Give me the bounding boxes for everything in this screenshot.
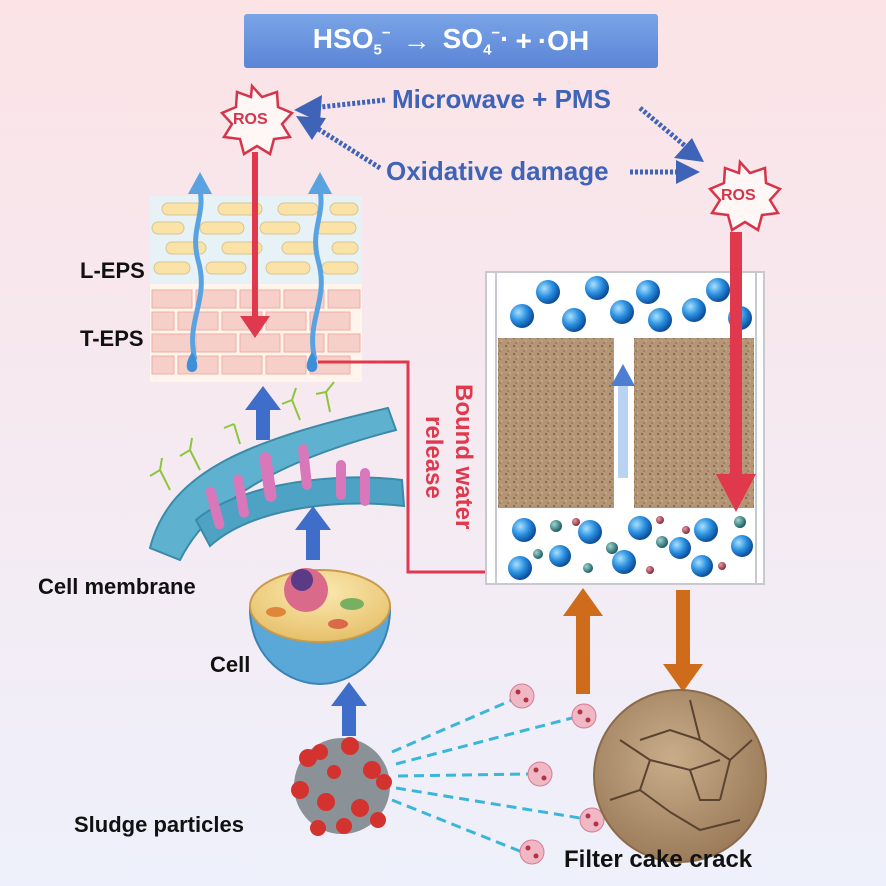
oxidative-arrow-right [630, 160, 700, 184]
cell-membrane-art [148, 381, 406, 562]
orange-arrows [563, 588, 703, 694]
t-eps-label: T-EPS [80, 326, 144, 351]
filter-cake-crack-label: Filter cake crack [564, 846, 753, 873]
ros-red-arrow-right [716, 232, 756, 512]
bound-water-release-label: Bound water release [420, 384, 477, 530]
ros-red-arrow-left [240, 152, 270, 338]
product-sulfate-radical: SO4−· [442, 23, 510, 59]
ros-burst-left [219, 83, 295, 156]
sludge-particles-label: Sludge particles [74, 812, 244, 837]
filter-cake-art [593, 689, 767, 863]
blue-up-arrows [245, 386, 367, 736]
cell-label: Cell [210, 652, 251, 677]
reactant: HSO5− [312, 23, 391, 59]
ros-label-left: ROS [233, 111, 268, 128]
dispersion-lines [391, 698, 581, 854]
cell-membrane-label: Cell membrane [38, 574, 196, 599]
reaction-equation-banner: HSO5− → SO4−· + ·OH [244, 14, 658, 68]
reaction-arrow: → [402, 25, 431, 56]
microparticles [509, 683, 605, 865]
water-balls-bottom [508, 516, 753, 580]
microwave-arrow-right [638, 106, 704, 162]
oxidative-damage-label: Oxidative damage [386, 156, 609, 186]
microwave-arrow-left [294, 95, 386, 122]
cell-art [249, 568, 391, 686]
ros-label-right: ROS [721, 187, 756, 204]
plus-sign: + [515, 25, 532, 56]
product-hydroxyl-radical: ·OH [537, 25, 590, 56]
sludge-particle-art [291, 737, 392, 836]
ros-burst-right [707, 159, 783, 232]
bound-water-line [318, 360, 504, 574]
l-eps-label: L-EPS [80, 258, 145, 283]
oxidative-arrow-left [296, 116, 382, 171]
microwave-pms-label: Microwave + PMS [392, 84, 611, 114]
